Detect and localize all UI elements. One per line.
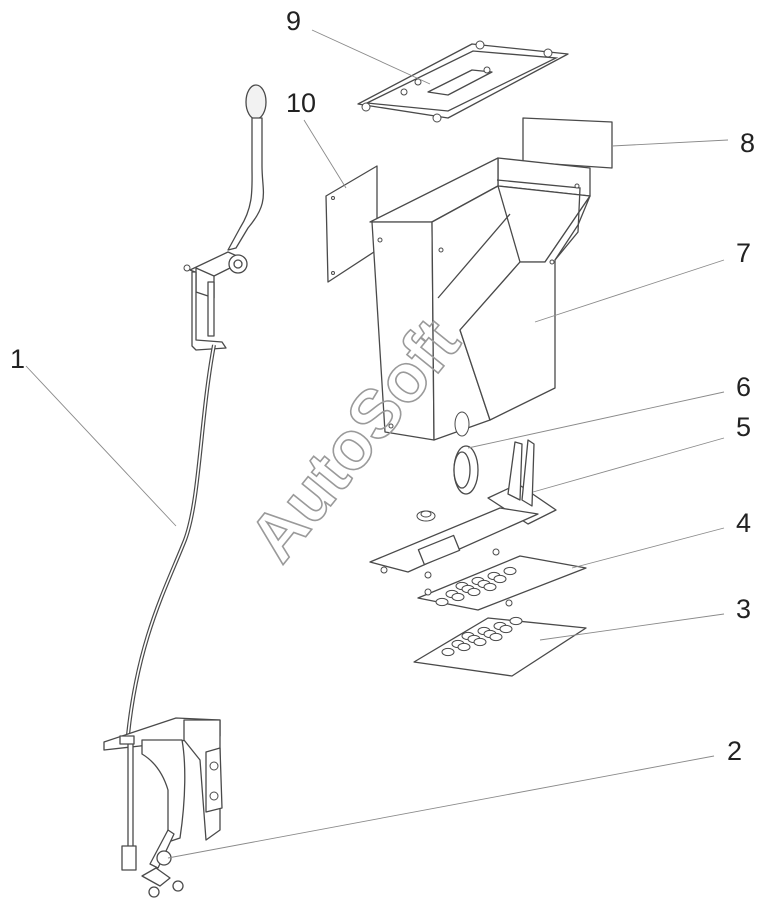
- plate-hole: [509, 616, 523, 626]
- part-8-back-plate: [522, 117, 613, 169]
- plate-hole: [467, 587, 481, 597]
- callout-1: 1: [10, 344, 25, 374]
- callout-4: 4: [736, 508, 751, 538]
- leader-lines: [25, 29, 729, 859]
- plate-hole: [493, 574, 507, 584]
- part-6-bushing: [453, 445, 479, 495]
- plate-hole: [451, 592, 465, 602]
- part-1-shift-lever-assembly: [103, 84, 267, 898]
- plate-hole: [499, 624, 513, 634]
- part-7-console-housing: [369, 157, 591, 441]
- callout-2: 2: [727, 736, 742, 766]
- callout-8: 8: [740, 128, 755, 158]
- plate-hole: [457, 642, 471, 652]
- part-9-top-plate: [357, 40, 569, 123]
- part-10-side-plate: [325, 165, 378, 283]
- callout-5: 5: [736, 412, 751, 442]
- plate-hole: [483, 582, 497, 592]
- callout-7: 7: [736, 238, 751, 268]
- callout-9: 9: [286, 6, 301, 36]
- callout-3: 3: [736, 594, 751, 624]
- plate-hole: [503, 566, 517, 576]
- plate-hole: [473, 637, 487, 647]
- part-4-gasket-plate: [417, 555, 587, 611]
- callout-6: 6: [736, 372, 751, 402]
- part-5-lever-bracket: [369, 439, 557, 579]
- plate-hole: [435, 597, 449, 607]
- plate-hole: [441, 647, 455, 657]
- plate-hole: [489, 632, 503, 642]
- part-3-base-plate: [413, 616, 587, 677]
- callout-10: 10: [286, 88, 316, 118]
